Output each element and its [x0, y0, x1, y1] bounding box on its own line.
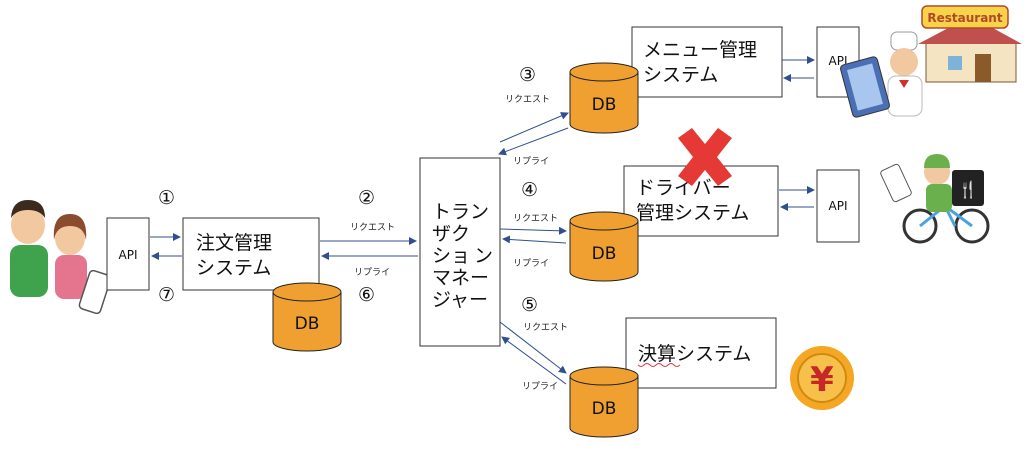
chef-with-tablet-icon [840, 31, 923, 118]
yen-coin-icon: ¥ [790, 346, 854, 410]
arrow-tm-to-driver-db [499, 226, 567, 235]
menu-system-box [631, 26, 783, 98]
driver-system-label-line2: 管理システム [636, 202, 749, 224]
driver-db: DB [569, 211, 639, 282]
step-2: ② [358, 187, 375, 209]
transaction-manager-box [419, 157, 501, 347]
order-db: DB [272, 282, 342, 352]
driver-system-label-line1: ドライバー [636, 177, 731, 199]
svg-text:🍴: 🍴 [958, 180, 978, 199]
users-icon [10, 200, 112, 315]
label-reply-menu: リプライ [513, 156, 549, 167]
settlement-system-label: 決算システム [638, 343, 751, 365]
delivery-rider-icon: 🍴 [880, 154, 990, 244]
label-request-settlement: リクエスト [523, 322, 568, 333]
arrows [150, 56, 815, 385]
yen-symbol: ¥ [810, 360, 834, 400]
arrow-settlement-db-to-tm [501, 336, 567, 385]
order-system-label-line2: システム [196, 257, 271, 279]
menu-system-label-line1: メニュー管理 [643, 39, 757, 61]
restaurant-icon: Restaurant [918, 5, 1022, 83]
step-1: ① [158, 187, 175, 209]
driver-api-box [816, 169, 860, 243]
failure-cross-icon [678, 128, 732, 186]
arrow-tm-to-menu-db [499, 112, 569, 143]
step-3: ③ [519, 64, 536, 86]
step-5: ⑤ [521, 294, 538, 316]
driver-db-label: DB [592, 244, 617, 264]
arrow-menu-db-to-tm [498, 127, 569, 156]
tm-label-line1: トラン [432, 201, 489, 223]
tm-label-line4: ン [474, 245, 493, 267]
menu-api-label: API [829, 54, 848, 68]
restaurant-sign-label: Restaurant [927, 11, 1002, 25]
label-reply-driver: リプライ [513, 258, 549, 269]
label-request-driver: リクエスト [513, 213, 558, 224]
order-api-label: API [119, 248, 138, 262]
order-db-label: DB [295, 314, 320, 334]
driver-system-box [623, 165, 779, 237]
tm-label-line3: ショ [432, 245, 470, 267]
tm-label-line6: ジャー [432, 289, 488, 311]
menu-system-label-line2: システム [643, 64, 718, 86]
menu-db-label: DB [592, 95, 617, 115]
label-request-menu: リクエスト [505, 94, 550, 105]
step-7: ⑦ [158, 284, 175, 306]
order-system-box [182, 217, 320, 291]
order-system-label-line1: 注文管理 [196, 232, 272, 254]
tm-label-line2: ザク [432, 223, 470, 245]
tm-label-line5: マネー [432, 267, 489, 289]
step-4: ④ [521, 179, 538, 201]
settlement-system-box [625, 317, 777, 389]
order-api-box [106, 217, 150, 291]
settlement-db: DB [569, 366, 639, 438]
driver-api-label: API [829, 199, 848, 213]
spellcheck-underline [637, 363, 681, 367]
arrow-tm-to-settlement-db [499, 321, 567, 374]
label-request-order-tm: リクエスト [350, 222, 395, 233]
step-6: ⑥ [358, 284, 375, 306]
menu-db: DB [569, 62, 639, 134]
label-reply-settlement: リプライ [522, 381, 558, 392]
arrow-driver-db-to-tm [502, 235, 567, 244]
label-reply-order-tm: リプライ [354, 267, 390, 278]
settlement-db-label: DB [592, 399, 617, 419]
